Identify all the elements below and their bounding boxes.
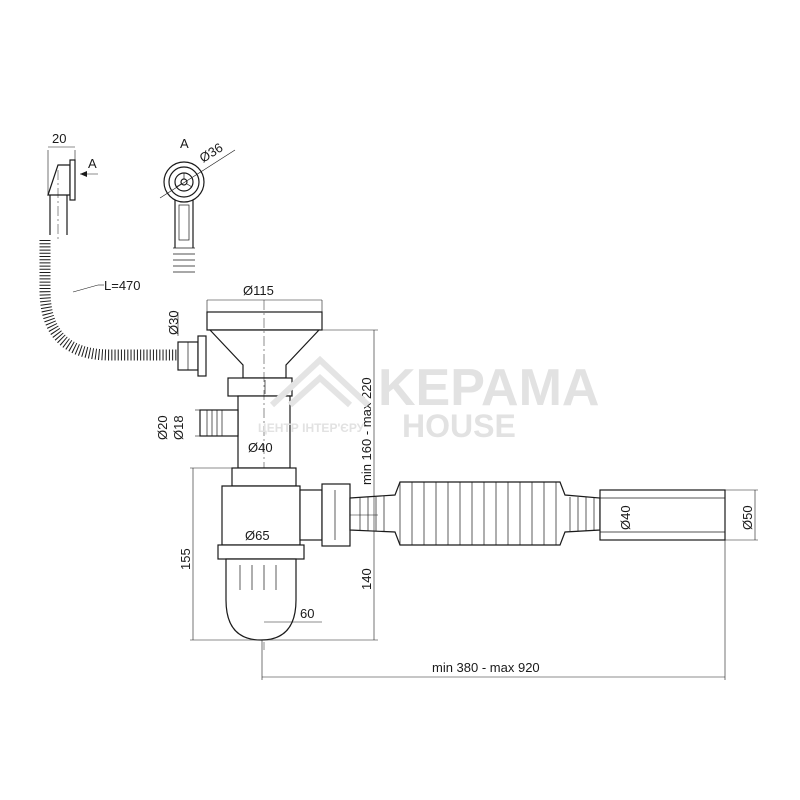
grate-diameter-label: Ø115 (243, 283, 274, 298)
overflow-diameter-label: Ø36 (197, 140, 226, 166)
siphon-body: Ø115 Ø20 Ø18 Ø40 Ø65 (155, 283, 351, 650)
height-range-label: min 160 - max 220 (359, 377, 374, 485)
outlet-diameter-label: Ø30 (166, 310, 181, 335)
trap-offset-label: 60 (300, 606, 314, 621)
overflow-width-label: 20 (52, 131, 66, 146)
length-range-label: min 380 - max 920 (432, 660, 540, 675)
pipe-diameter-label: Ø40 (618, 505, 633, 530)
hose-length-label: L=470 (104, 278, 141, 293)
side-inlet-outer-label: Ø20 (155, 415, 170, 440)
watermark-sub: HOUSE (402, 408, 516, 444)
trap-diameter-label: Ø65 (245, 528, 270, 543)
outlet-height-label: 140 (359, 568, 374, 590)
side-inlet-inner-label: Ø18 (171, 415, 186, 440)
watermark-house-icon (269, 355, 371, 408)
outlet-corrugated-pipe: Ø40 Ø50 (349, 481, 758, 546)
dimensions: min 160 - max 220 140 155 60 min 380 - m… (178, 329, 726, 680)
view-label: A (180, 136, 189, 151)
trap-height-label: 155 (178, 548, 193, 570)
tube-diameter-label: Ø40 (248, 440, 273, 455)
watermark-tagline: ЦЕНТР ІНТЕР'ЄРУ (258, 421, 365, 435)
overflow-side-view: 20 A L=470 Ø30 (39, 131, 207, 377)
watermark: KEPAMA HOUSE ЦЕНТР ІНТЕР'ЄРУ (258, 355, 599, 444)
overflow-front-view-a: A Ø36 (159, 136, 236, 273)
watermark-brand: KEPAMA (378, 359, 599, 417)
end-diameter-label: Ø50 (740, 505, 755, 530)
view-arrow-label: A (88, 156, 97, 171)
